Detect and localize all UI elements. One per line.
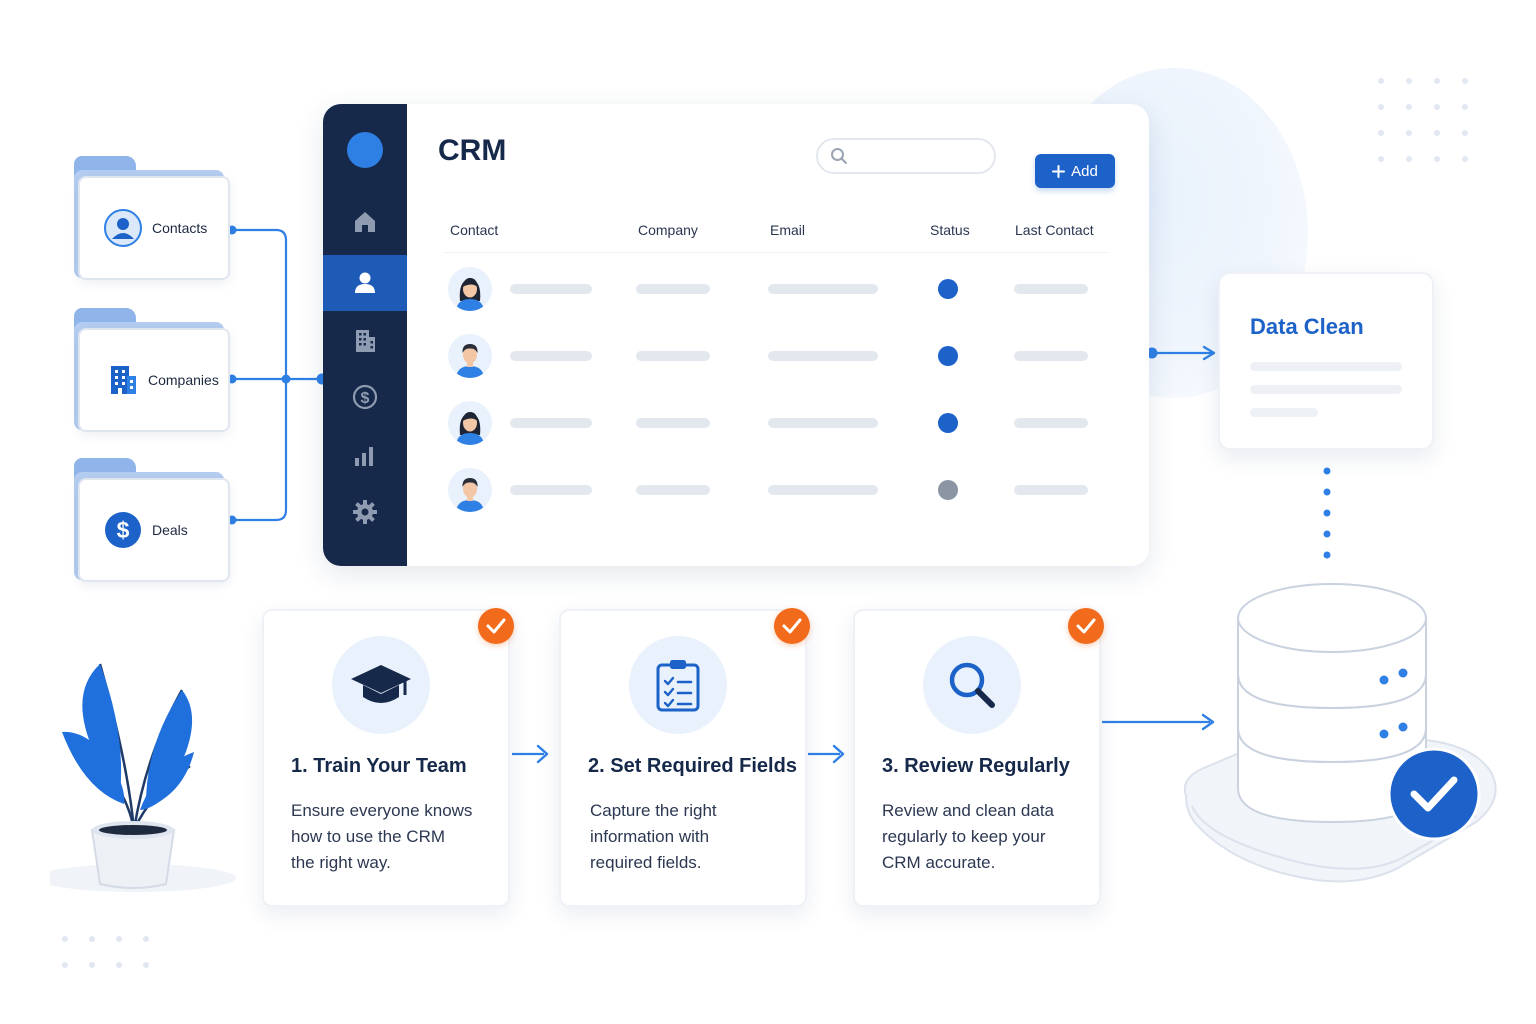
sidebar-item-home[interactable] bbox=[323, 194, 407, 250]
step-card-review-regularly[interactable]: 3. Review Regularly Review and clean dat… bbox=[853, 609, 1101, 907]
status-dot bbox=[938, 346, 958, 366]
contact-user-icon bbox=[104, 209, 142, 247]
company-placeholder bbox=[636, 485, 710, 495]
checkmark-badge-icon bbox=[478, 608, 514, 644]
folder-contacts[interactable]: Contacts bbox=[74, 156, 232, 282]
home-icon bbox=[355, 212, 375, 232]
column-header-company[interactable]: Company bbox=[638, 222, 698, 238]
last-contact-placeholder bbox=[1014, 418, 1088, 428]
building-icon bbox=[356, 330, 375, 352]
male-avatar bbox=[448, 334, 492, 378]
placeholder-line bbox=[1250, 385, 1402, 394]
table-row[interactable] bbox=[448, 401, 1108, 445]
clipboard-checklist-icon bbox=[656, 660, 700, 712]
data-clean-card: Data Clean bbox=[1218, 272, 1434, 450]
dot-grid-top-right bbox=[1378, 78, 1468, 162]
step-icon-circle bbox=[332, 636, 430, 734]
step-card-train-team[interactable]: 1. Train Your Team Ensure everyone knows… bbox=[262, 609, 510, 907]
email-placeholder bbox=[768, 351, 878, 361]
step-icon-circle bbox=[923, 636, 1021, 734]
status-dot bbox=[938, 279, 958, 299]
dollar-icon: $ bbox=[352, 384, 378, 410]
step-title: 2. Set Required Fields bbox=[588, 755, 797, 777]
column-header-email[interactable]: Email bbox=[770, 222, 806, 238]
table-row[interactable] bbox=[448, 267, 1108, 311]
column-header-contact[interactable]: Contact bbox=[450, 222, 499, 238]
table-row[interactable] bbox=[448, 468, 1108, 512]
step-title: 3. Review Regularly bbox=[882, 755, 1070, 777]
male-avatar bbox=[448, 468, 492, 512]
step-description: Ensure everyone knows how to use the CRM… bbox=[291, 801, 473, 872]
step-card-required-fields[interactable]: 2. Set Required Fields Capture the right… bbox=[559, 609, 807, 907]
dollar-icon: $ bbox=[104, 511, 142, 549]
folder-label: Companies bbox=[148, 372, 219, 388]
crm-window: $ CRM Add Contact Company Email Status L… bbox=[323, 104, 1149, 566]
magnifier-icon bbox=[949, 662, 995, 708]
dot-grid-bottom-left bbox=[62, 936, 149, 968]
placeholder-line bbox=[1250, 362, 1402, 371]
table-row[interactable] bbox=[448, 334, 1108, 378]
step-icon-circle bbox=[629, 636, 727, 734]
gear-icon bbox=[353, 500, 377, 524]
database-icon bbox=[1183, 583, 1497, 883]
sidebar-item-contacts[interactable] bbox=[323, 255, 407, 311]
contact-name-placeholder bbox=[510, 284, 592, 294]
checkmark-badge-icon bbox=[1068, 608, 1104, 644]
sidebar-item-reports[interactable] bbox=[323, 428, 407, 484]
contact-name-placeholder bbox=[510, 351, 592, 361]
svg-text:$: $ bbox=[117, 517, 130, 543]
column-header-status[interactable]: Status bbox=[930, 222, 970, 238]
checkmark-badge-icon bbox=[774, 608, 810, 644]
company-placeholder bbox=[636, 418, 710, 428]
success-check-icon bbox=[1387, 747, 1481, 841]
last-contact-placeholder bbox=[1014, 284, 1088, 294]
app-logo[interactable] bbox=[347, 132, 383, 168]
contact-name-placeholder bbox=[510, 485, 592, 495]
sidebar-item-settings[interactable] bbox=[323, 484, 407, 540]
bar-chart-icon bbox=[355, 447, 373, 466]
step-description: Review and clean data regularly to keep … bbox=[882, 801, 1055, 872]
last-contact-placeholder bbox=[1014, 351, 1088, 361]
step-title: 1. Train Your Team bbox=[291, 755, 467, 777]
status-dot bbox=[938, 413, 958, 433]
search-input[interactable] bbox=[816, 138, 996, 174]
plant-icon bbox=[50, 663, 236, 892]
folder-deals[interactable]: $ Deals bbox=[74, 458, 232, 584]
svg-text:$: $ bbox=[361, 390, 370, 407]
data-clean-title: Data Clean bbox=[1250, 314, 1364, 339]
folder-label: Deals bbox=[152, 522, 188, 538]
email-placeholder bbox=[768, 284, 878, 294]
search-icon bbox=[831, 148, 847, 164]
status-dot bbox=[938, 480, 958, 500]
company-placeholder bbox=[636, 284, 710, 294]
plus-icon bbox=[1052, 164, 1066, 178]
graduation-cap-icon bbox=[351, 665, 411, 703]
add-button[interactable]: Add bbox=[1035, 154, 1115, 188]
crm-sidebar: $ bbox=[323, 104, 407, 566]
folder-companies[interactable]: Companies bbox=[74, 308, 232, 434]
female-avatar bbox=[448, 267, 492, 311]
user-icon bbox=[355, 272, 375, 293]
building-icon bbox=[106, 361, 140, 399]
column-header-last-contact[interactable]: Last Contact bbox=[1015, 222, 1094, 238]
email-placeholder bbox=[768, 485, 878, 495]
page-title: CRM bbox=[438, 134, 507, 167]
sidebar-item-companies[interactable] bbox=[323, 313, 407, 369]
step-description: Capture the right information with requi… bbox=[590, 801, 717, 872]
female-avatar bbox=[448, 401, 492, 445]
email-placeholder bbox=[768, 418, 878, 428]
add-button-label: Add bbox=[1071, 162, 1098, 180]
placeholder-line bbox=[1250, 408, 1318, 417]
contact-name-placeholder bbox=[510, 418, 592, 428]
sidebar-item-deals[interactable]: $ bbox=[323, 369, 407, 425]
table-header-divider bbox=[444, 252, 1109, 253]
folder-label: Contacts bbox=[152, 220, 208, 236]
company-placeholder bbox=[636, 351, 710, 361]
last-contact-placeholder bbox=[1014, 485, 1088, 495]
